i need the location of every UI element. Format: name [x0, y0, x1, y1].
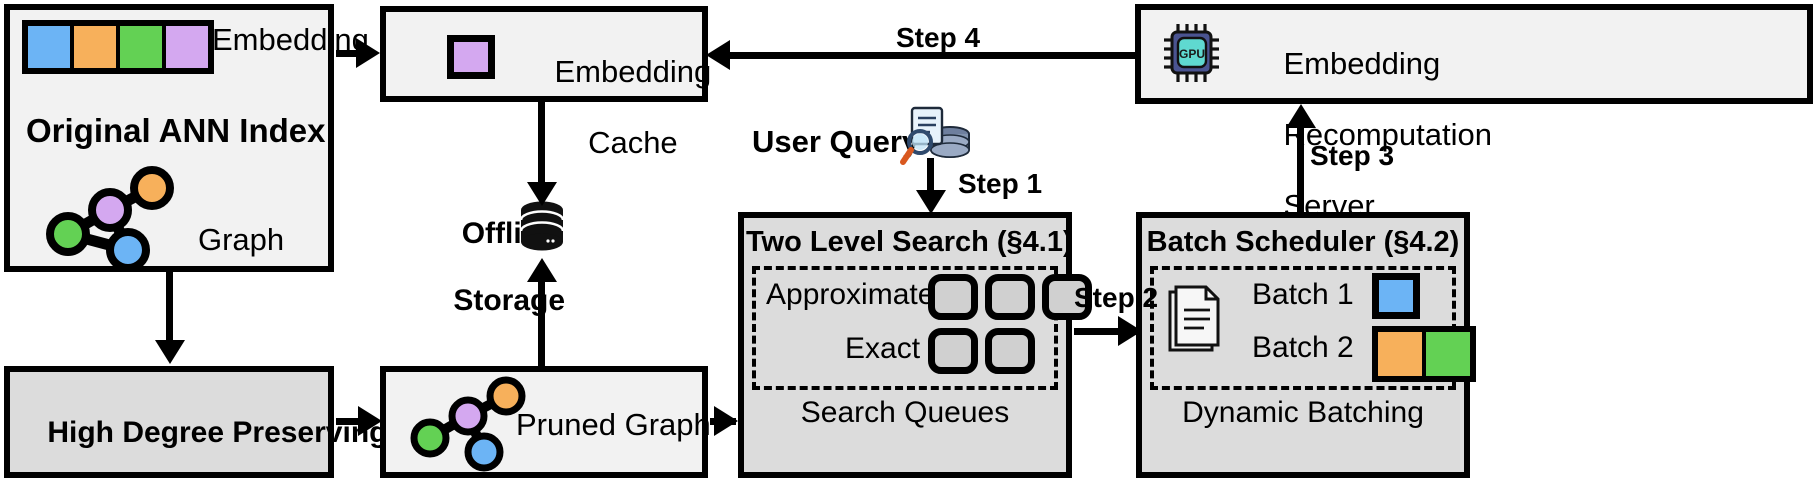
- graph-label: Graph: [198, 222, 285, 257]
- approximate-queue-slots: [928, 274, 1092, 320]
- queue-slot[interactable]: [1042, 274, 1092, 320]
- embedding-cache-title-line1: Embedding: [554, 53, 712, 89]
- embedding-cache-title-line2: Cache: [588, 124, 678, 160]
- queue-slot[interactable]: [928, 328, 978, 374]
- exact-label: Exact: [845, 332, 921, 365]
- arrow-cache-to-storage: [538, 102, 545, 190]
- batch-2-label: Batch 2: [1252, 331, 1354, 364]
- recomputation-server-box: [1135, 4, 1813, 104]
- search-queues-dashed-region: [752, 266, 1058, 390]
- svg-text:GPU: GPU: [1179, 47, 1205, 61]
- server-title-line2: Recomputation: [1283, 116, 1492, 152]
- arrow-step-1-head: [916, 190, 946, 214]
- arrow-pruned-to-storage-head: [527, 258, 557, 282]
- pruned-graph-label: Pruned Graph: [516, 407, 711, 442]
- arrow-step-3-head: [1286, 104, 1316, 128]
- arrow-index-to-cache: [336, 50, 360, 57]
- arrow-step-4-head: [706, 40, 730, 70]
- step-2-label: Step 2: [1074, 282, 1159, 313]
- embedding-swatch-strip: [22, 20, 214, 74]
- step-4-label: Step 4: [896, 22, 981, 53]
- exact-queue-slots: [928, 328, 1035, 374]
- graph-pruning-box: [4, 366, 334, 478]
- arrow-pruning-to-pruned-graph-head: [358, 406, 382, 436]
- batch-2-swatch-strip: [1372, 326, 1476, 382]
- recomputation-server-title: Embedding Recomputation Server: [1249, 10, 1492, 259]
- database-icon: [519, 201, 565, 251]
- search-queues-footer: Search Queues: [800, 396, 1010, 429]
- batch-2-swatch-orange: [1378, 332, 1426, 376]
- arrow-index-to-cache-head: [356, 38, 380, 68]
- arrow-index-to-pruning: [166, 272, 173, 346]
- query-search-database-icon: [900, 106, 970, 165]
- approximate-label: Approximate: [766, 278, 935, 311]
- arrow-pruning-to-pruned-graph: [336, 418, 362, 425]
- step-3-label: Step 3: [1310, 140, 1395, 171]
- embedding-swatch-blue: [28, 26, 74, 68]
- graph-pruning-title: High Degree Preserving Graph Pruning (§5…: [14, 378, 387, 481]
- arrow-pruned-graph-to-search-head: [714, 406, 738, 436]
- embedding-swatch-orange: [74, 26, 120, 68]
- arrow-step-2-head: [1118, 316, 1142, 346]
- server-title-line1: Embedding: [1283, 45, 1441, 81]
- embedding-swatch-green: [120, 26, 166, 68]
- embedding-cache-title: Embedding Cache: [520, 18, 711, 196]
- batch-1-swatch-blue: [1372, 273, 1420, 319]
- queue-slot[interactable]: [985, 328, 1035, 374]
- embedding-cache-box: [380, 6, 708, 102]
- embedding-swatch-purple: [166, 26, 208, 68]
- queue-slot[interactable]: [928, 274, 978, 320]
- batch-2-swatch-green: [1426, 332, 1470, 376]
- batch-scheduler-title: Batch Scheduler (§4.2): [1146, 226, 1460, 258]
- user-query-label: User Query: [752, 124, 920, 159]
- arrow-cache-to-storage-head: [527, 182, 557, 206]
- dynamic-batching-footer: Dynamic Batching: [1182, 396, 1424, 429]
- two-level-search-title: Two Level Search (§4.1): [746, 226, 1073, 258]
- arrow-step-3: [1297, 124, 1304, 212]
- pruned-graph-icon: [410, 376, 526, 472]
- step-1-label: Step 1: [958, 168, 1043, 199]
- arrow-step-4: [728, 52, 1136, 59]
- original-graph-icon: [46, 166, 174, 272]
- queue-slot[interactable]: [985, 274, 1035, 320]
- documents-icon: [1168, 285, 1220, 352]
- embedding-cache-swatch: [447, 35, 495, 79]
- arrow-pruned-to-storage: [538, 268, 545, 368]
- arrow-step-1: [927, 158, 934, 198]
- arrow-index-to-pruning-head: [155, 340, 185, 364]
- gpu-icon: GPU: [1164, 24, 1219, 82]
- arrow-step-2: [1074, 328, 1136, 335]
- offline-storage-line2: Storage: [453, 283, 566, 317]
- original-ann-index-title: Original ANN Index: [26, 112, 326, 149]
- batch-1-label: Batch 1: [1252, 278, 1354, 311]
